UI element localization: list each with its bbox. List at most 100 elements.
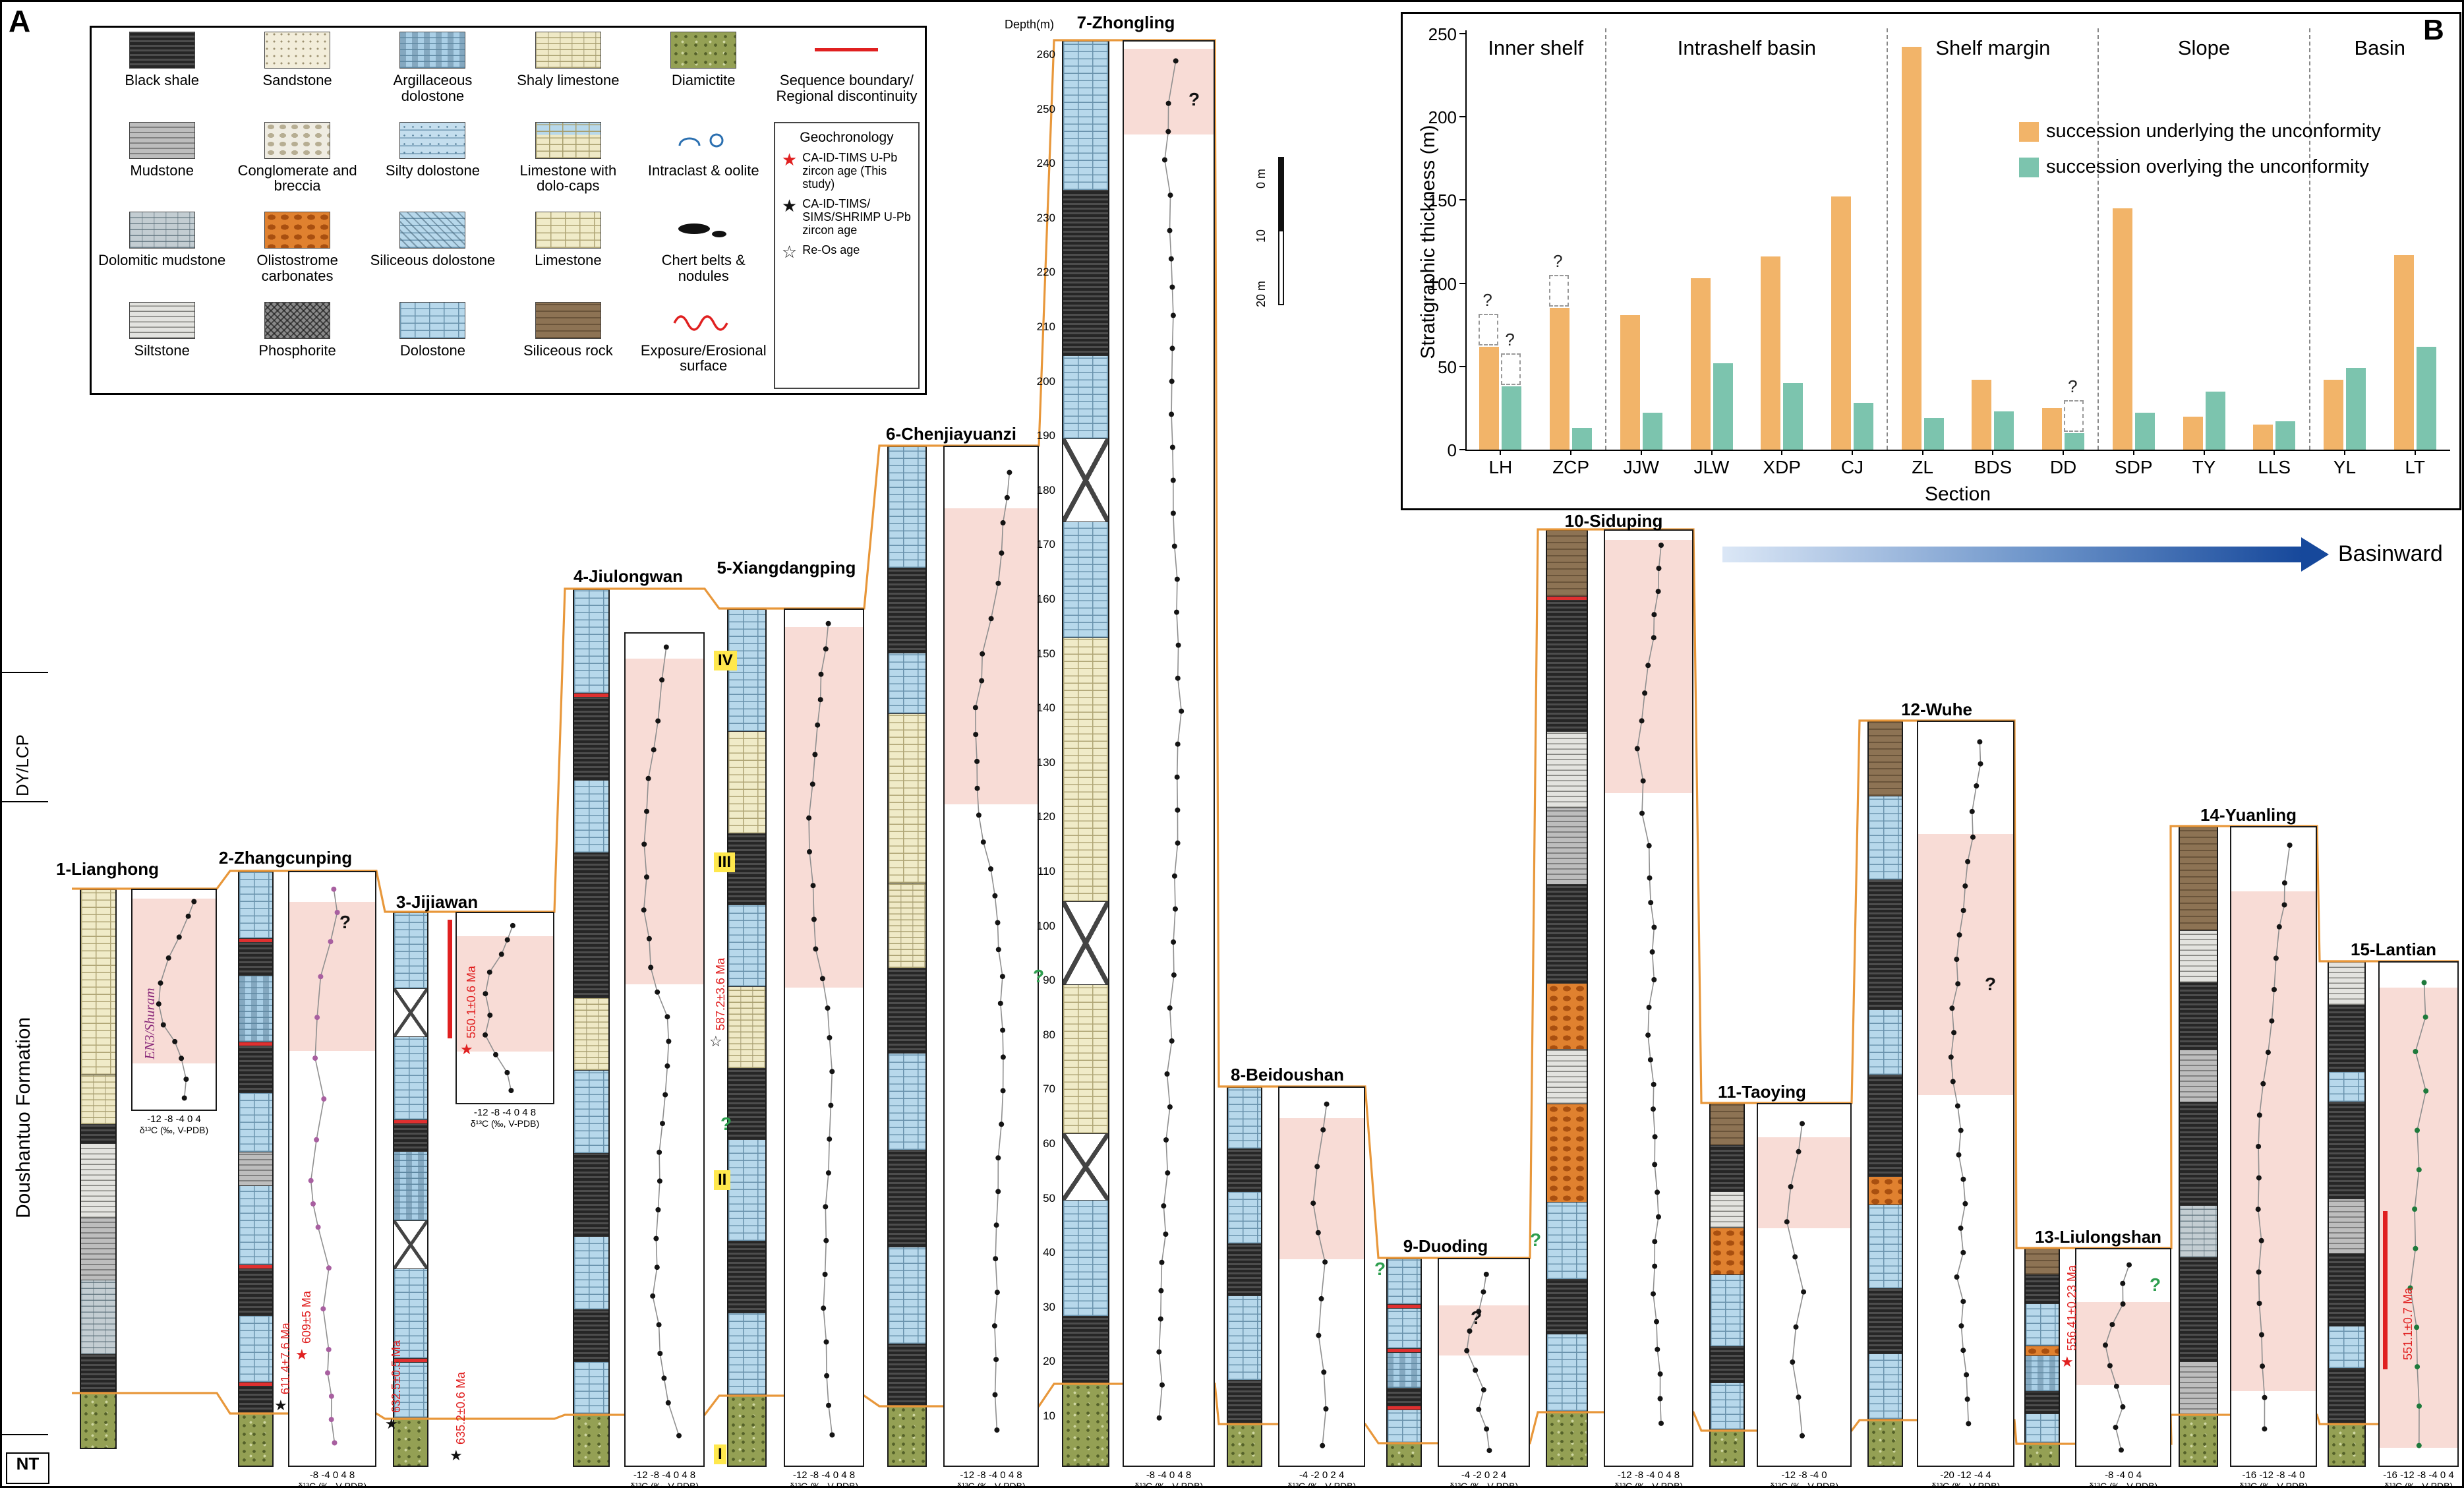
y-tick-mark bbox=[1459, 199, 1465, 201]
legend-item-label: Siliceous dolostone bbox=[370, 252, 496, 268]
uncertain-bar-question-mark: ? bbox=[1482, 289, 1492, 310]
isotope-axis-ticks: -12 -8 -4 0 bbox=[1781, 1470, 1827, 1481]
section-title: 5-Xiangdangping bbox=[717, 558, 856, 578]
scale-bar-segment bbox=[1279, 158, 1283, 231]
depth-tick-label: 130 bbox=[1036, 756, 1055, 769]
x-tick-mark bbox=[1992, 450, 1994, 455]
lith-segment-st bbox=[1711, 1191, 1744, 1228]
lith-segment-sb bbox=[239, 1265, 272, 1269]
lith-segment-bs bbox=[2180, 1102, 2217, 1206]
uncertainty-question-mark: ? bbox=[1471, 1307, 1482, 1328]
uncertainty-question-mark: ? bbox=[1530, 1230, 1542, 1250]
isotope-plot bbox=[784, 609, 864, 1467]
member-numeral-I: I bbox=[714, 1444, 726, 1464]
legend-item: Mudstone bbox=[97, 121, 227, 210]
legend-item: Olistostrome carbonates bbox=[232, 212, 362, 299]
x-category-label: JLW bbox=[1693, 457, 1730, 477]
isotope-plot bbox=[1438, 1258, 1530, 1467]
lith-segment-do bbox=[2329, 1071, 2364, 1102]
lith-segment-bs bbox=[2026, 1274, 2059, 1304]
age-range-bar bbox=[448, 920, 452, 1038]
uncertainty-question-mark: ? bbox=[1374, 1259, 1386, 1279]
depth-tick-label: 110 bbox=[1037, 865, 1055, 878]
lith-segment-cv bbox=[1063, 1133, 1108, 1201]
lith-segment-bs bbox=[2329, 1368, 2364, 1423]
depth-tick-label: 180 bbox=[1036, 483, 1055, 496]
scale-bar-label-10: 10 bbox=[1254, 229, 1268, 243]
lith-segment-bs bbox=[1063, 189, 1108, 355]
isotope-curve-svg bbox=[806, 620, 835, 1438]
lith-segment-bs bbox=[394, 1123, 427, 1152]
depth-tick-label: 50 bbox=[1043, 1191, 1055, 1205]
lith-segment-di bbox=[2329, 1423, 2364, 1466]
environment-group-label: Shelf margin bbox=[1935, 36, 2051, 59]
lith-segment-bs bbox=[1869, 879, 1902, 1009]
chart-legend-swatch bbox=[2019, 158, 2039, 177]
chart-legend-swatch bbox=[2019, 122, 2039, 142]
legend-item: Chert belts & nodules bbox=[639, 212, 769, 299]
lith-segment-bs bbox=[2329, 1004, 2364, 1071]
formation-divider-line bbox=[2, 801, 48, 802]
bar-underlying bbox=[2112, 208, 2132, 450]
lith-segment-st bbox=[1547, 730, 1587, 808]
lith-segment-di bbox=[889, 1404, 925, 1466]
curve-dots bbox=[1634, 543, 1664, 1426]
lith-segment-do bbox=[1063, 42, 1108, 190]
geochronology-title: Geochronology bbox=[800, 129, 894, 145]
x-tick-mark bbox=[2063, 450, 2065, 455]
carbon-isotope-curve bbox=[158, 901, 195, 1098]
lith-segment-do bbox=[394, 913, 427, 988]
y-tick-mark bbox=[1459, 116, 1465, 118]
legend-item-label: Chert belts & nodules bbox=[661, 252, 746, 284]
lith-segment-bs bbox=[1711, 1145, 1744, 1192]
legend-item: Exposure/Erosional surface bbox=[639, 302, 769, 390]
lith-segment-ad bbox=[394, 1151, 427, 1220]
isotope-axis-ticks: -8 -4 0 4 8 bbox=[1146, 1470, 1192, 1481]
geochronology-entry-label: CA-ID-TIMS/ SIMS/SHRIMP U-Pb zircon age bbox=[802, 196, 911, 237]
basinward-label: Basinward bbox=[2338, 541, 2443, 566]
geochronology-entry-label: CA-ID-TIMS U-Pb zircon age (This study) bbox=[802, 150, 898, 191]
lith-segment-do bbox=[728, 905, 765, 986]
en3-shuram-label: EN3/Shuram bbox=[142, 988, 158, 1059]
environment-group-label: Inner shelf bbox=[1488, 36, 1584, 59]
lithology-column bbox=[1709, 1103, 1745, 1467]
uncertainty-question-mark: ? bbox=[2150, 1274, 2161, 1295]
formation-label-nantuo: NT bbox=[6, 1452, 49, 1484]
x-tick-mark bbox=[2273, 450, 2275, 455]
legend-item-label: Mudstone bbox=[130, 162, 194, 179]
isotope-axis-label: δ¹³C (‰, V-PDB) bbox=[297, 1481, 367, 1488]
lith-segment-bs bbox=[574, 852, 608, 998]
legend-item-label: Sandstone bbox=[262, 72, 332, 88]
section-title: 9-Duoding bbox=[1403, 1236, 1488, 1256]
uncertainty-question-mark: ? bbox=[339, 912, 351, 932]
carbon-isotope-curve bbox=[310, 889, 338, 1443]
isotope-axis-label: δ¹³C (‰, V-PDB) bbox=[2088, 1481, 2158, 1488]
x-category-label: JJW bbox=[1623, 457, 1659, 477]
isotope-plot bbox=[1757, 1103, 1852, 1467]
seq-boundary-line bbox=[815, 48, 879, 51]
bar-underlying bbox=[2183, 416, 2203, 450]
basinward-arrow-head-icon bbox=[2301, 537, 2329, 572]
lithology-column bbox=[2328, 961, 2366, 1467]
depth-tick-label: 210 bbox=[1036, 320, 1055, 333]
uncertain-bar-question-mark: ? bbox=[1505, 330, 1515, 350]
lith-segment-bs bbox=[889, 967, 925, 1053]
bar-overlying bbox=[1502, 386, 1522, 450]
lith-swatch-do bbox=[399, 301, 466, 339]
isotope-axis-label: δ¹³C (‰, V-PDB) bbox=[2384, 1481, 2453, 1488]
x-tick-mark bbox=[1640, 450, 1642, 455]
legend-item-label: Conglomerate and breccia bbox=[237, 162, 357, 194]
age-label: 550.1±0.6 Ma bbox=[465, 966, 478, 1038]
lith-swatch-ad bbox=[399, 32, 466, 69]
lith-segment-di bbox=[2026, 1443, 2059, 1466]
y-tick-label: 50 bbox=[1438, 357, 1457, 377]
lith-segment-st bbox=[2180, 930, 2217, 983]
depth-tick-label: 160 bbox=[1036, 593, 1055, 605]
carbon-isotope-curve bbox=[1466, 1274, 1490, 1451]
lith-segment-di bbox=[728, 1394, 765, 1466]
lith-segment-bs bbox=[239, 1045, 272, 1092]
lith-swatch-ol bbox=[264, 212, 331, 249]
lith-segment-sr bbox=[1711, 1104, 1744, 1145]
lith-segment-bs bbox=[2026, 1390, 2059, 1414]
lith-segment-do bbox=[1869, 795, 1902, 879]
